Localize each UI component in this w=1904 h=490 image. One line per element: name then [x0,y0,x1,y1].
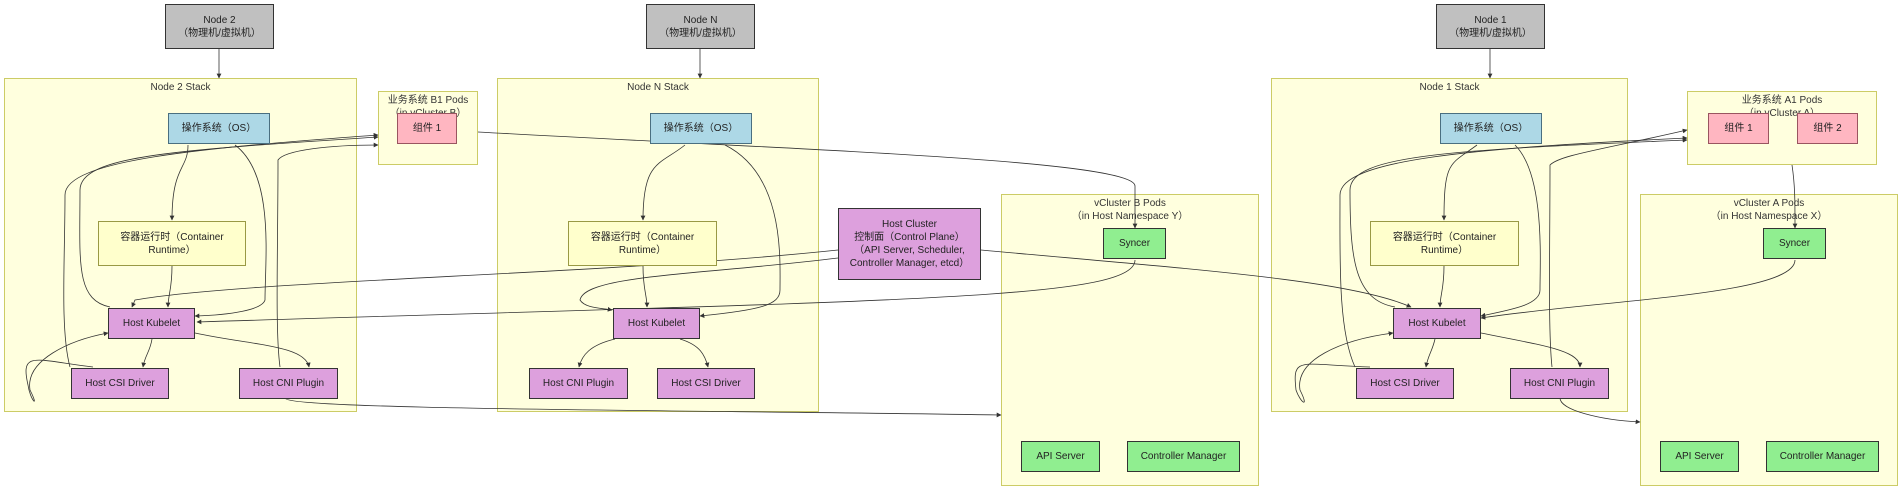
edge-node1-cni-to-a1 [1549,128,1688,368]
cluster-title: Node 1 Stack [1419,82,1480,93]
a1-component-1[interactable]: 组件 1 [1708,113,1769,144]
edge-csi-to-kubelet [25,331,109,402]
edge-noden-kubelet-to-csi [679,338,710,368]
os-box[interactable]: 操作系统（OS） [650,113,752,144]
edge-cni-to-b1 [276,142,379,368]
host-kubelet-box[interactable]: Host Kubelet [108,308,195,339]
edge-kubelet-to-cni [194,332,311,368]
edge-node1-os-to-kubelet [1480,144,1541,318]
edge-cni-to-vclusterb [284,397,1002,418]
b1-component-1[interactable]: 组件 1 [397,113,457,144]
host-control-plane-box[interactable]: Host Cluster 控制面（Control Plane） （API Ser… [838,208,981,280]
edge-kubelet-to-csi [141,338,153,368]
edge-node1-csi-to-a1 [1339,135,1688,368]
a1-component-2[interactable]: 组件 2 [1797,113,1858,144]
vcluster-a-api-server[interactable]: API Server [1660,441,1739,472]
edge-syncer-to-node2-kubelet [196,259,1136,325]
host-cni-plugin-box[interactable]: Host CNI Plugin [529,368,628,399]
os-box[interactable]: 操作系统（OS） [168,113,270,144]
edge-noden-runtime-to-kubelet [642,265,650,308]
edge-node1-runtime-to-kubelet [1437,265,1445,308]
container-runtime-box[interactable]: 容器运行时（Container Runtime） [568,221,717,266]
vcluster-b-syncer[interactable]: Syncer [1103,228,1166,259]
edge-noden-os-to-kubelet [699,144,781,318]
edge-node1-cni-to-vclustera [1559,397,1641,425]
physical-node-1[interactable]: Node 1 （物理机/虚拟机） [1436,4,1545,49]
vcluster-b-controller-manager[interactable]: Controller Manager [1127,441,1240,472]
edge-runtime-to-kubelet [165,265,173,308]
edge-syncer-a-to-kubelet [1480,259,1796,320]
edge-os-to-kubelet [194,144,267,319]
container-runtime-box[interactable]: 容器运行时（Container Runtime） [1370,221,1519,266]
host-cni-plugin-box[interactable]: Host CNI Plugin [239,368,338,399]
edge-cp-to-noden-kubelet [579,257,839,312]
physical-node-2[interactable]: Node 2 （物理机/虚拟机） [165,4,274,49]
vcluster-a-controller-manager[interactable]: Controller Manager [1766,441,1879,472]
host-csi-driver-box[interactable]: Host CSI Driver [1356,368,1454,399]
edge-node1-csi-to-kubelet [1294,331,1394,403]
edge-a1-to-syncer [1791,164,1798,229]
edge-noden-os-to-runtime [640,144,686,221]
vcluster-a-syncer[interactable]: Syncer [1763,228,1826,259]
cluster-title: vCluster A Pods （in Host Namespace X） [1710,198,1828,222]
edge-cp-to-node1-kubelet [980,249,1412,308]
cluster-title: vCluster B Pods （in Host Namespace Y） [1071,198,1189,222]
cluster-title: Node 2 Stack [150,82,211,93]
container-runtime-box[interactable]: 容器运行时（Container Runtime） [98,221,246,266]
edge-cp-to-node2-kubelet [131,249,839,308]
edge-node1-kubelet-to-csi [1424,338,1436,368]
host-kubelet-box[interactable]: Host Kubelet [613,308,700,339]
host-kubelet-box[interactable]: Host Kubelet [1393,308,1481,339]
host-csi-driver-box[interactable]: Host CSI Driver [71,368,169,399]
host-csi-driver-box[interactable]: Host CSI Driver [657,368,755,399]
edge-os-to-runtime [169,144,189,221]
edge-node1-os-to-runtime [1441,144,1478,221]
physical-node-n[interactable]: Node N （物理机/虚拟机） [646,4,755,49]
edge-b1-to-syncer [477,131,1138,229]
host-cni-plugin-box[interactable]: Host CNI Plugin [1510,368,1609,399]
cluster-title: Node N Stack [627,82,689,93]
vcluster-b-api-server[interactable]: API Server [1021,441,1100,472]
os-box[interactable]: 操作系统（OS） [1440,113,1542,144]
edge-csi-to-b1 [63,132,379,368]
edge-node1-kubelet-to-cni [1480,332,1583,368]
edge-noden-kubelet-to-cni [577,338,616,368]
